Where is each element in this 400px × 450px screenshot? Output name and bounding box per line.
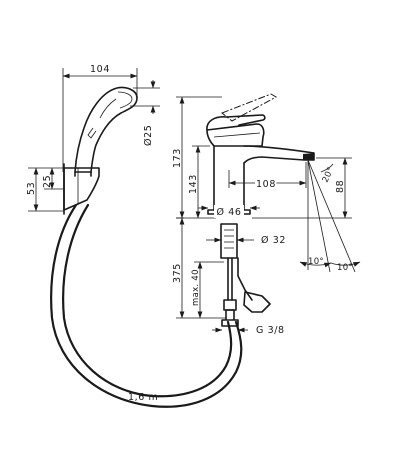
label-53: 53	[26, 182, 37, 195]
cartridge-top	[206, 123, 265, 147]
spout-aerator	[303, 153, 314, 160]
shower-head-outline	[74, 86, 138, 173]
label-104: 104	[90, 64, 110, 75]
spray-axis-inner	[307, 159, 331, 273]
label-max-40: max. 40	[191, 269, 201, 306]
dimension-53-25: 53 25	[26, 167, 64, 212]
supply-connector	[221, 309, 239, 327]
label-143: 143	[188, 174, 199, 194]
dimension-104: 104	[62, 64, 138, 172]
holder-body	[63, 167, 100, 211]
angle-arc-20	[320, 163, 334, 173]
angle-arc-10-left	[299, 261, 332, 268]
label-25: 25	[42, 175, 53, 188]
label-46-background	[214, 205, 244, 218]
shower-handle	[74, 171, 92, 177]
lever-open-phantom	[221, 93, 278, 122]
dimension-dia25: Ø25	[130, 80, 160, 146]
shower-spray-face	[117, 91, 133, 109]
dimension-108: 108	[228, 162, 307, 192]
dimension-g38: G 3/8	[212, 325, 285, 336]
dimension-dia32: Ø 32	[206, 235, 286, 246]
label-88: 88	[335, 180, 346, 193]
spray-axis-outer	[307, 159, 356, 273]
dimension-angle-20: 20°	[307, 159, 356, 273]
shower-trigger	[87, 127, 97, 139]
hand-shower	[74, 86, 138, 177]
label-angle-10-right: 10°	[337, 263, 353, 273]
label-375: 375	[172, 263, 183, 283]
shower-head-contour	[99, 98, 117, 119]
dimension-375-40: 375 max. 40	[172, 217, 226, 319]
supply-nut-left	[223, 299, 237, 311]
dimension-angle-10: 10° 10°	[299, 257, 361, 273]
label-g38: G 3/8	[256, 325, 285, 336]
label-dia25: Ø25	[143, 125, 154, 146]
label-108: 108	[256, 179, 276, 190]
diverter-valve	[243, 291, 271, 313]
hose	[50, 203, 243, 408]
supply-tube-left	[227, 257, 233, 301]
label-173: 173	[172, 148, 183, 168]
lever	[206, 114, 266, 131]
mounting-shank	[220, 223, 238, 259]
hose-length-annotation: 1,6 m	[128, 392, 158, 403]
hose-outer	[50, 203, 243, 408]
dimension-88: 88	[252, 157, 352, 219]
cartridge-line	[213, 132, 261, 138]
label-angle-10-left: 10°	[308, 257, 324, 267]
dimension-dia46: Ø 46	[198, 205, 260, 218]
shank-thread	[224, 229, 234, 249]
label-dia46: Ø 46	[217, 207, 242, 218]
label-dia32: Ø 32	[261, 235, 286, 246]
supply-tube-right	[237, 257, 253, 301]
hose-inner	[62, 203, 233, 398]
angle-arc-10-right	[330, 261, 361, 267]
label-hose-length: 1,6 m	[128, 392, 158, 403]
dimension-173-143: 173 143	[172, 96, 222, 219]
